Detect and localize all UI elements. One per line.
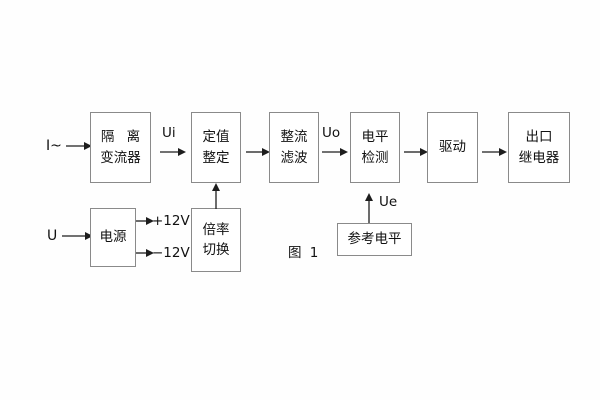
rail-label-positive-12v: +12V [152,213,190,229]
arrow-voltage-input-to-power-supply [62,230,93,242]
block-line: 出口 [525,129,553,146]
terminal-label-voltage-input: U [47,228,58,244]
block-driver: 驱动 [427,112,478,183]
block-line: 检测 [361,149,389,166]
figure-caption: 图 1 [288,245,321,261]
block-line: 变流器 [100,149,141,166]
arrow-reference-level-to-level-detection [363,193,375,223]
block-line: 隔 离 [100,129,145,146]
block-line: 定值 [202,129,230,146]
arrow-rail-positive-12v [136,215,154,227]
block-level-detection: 电平 检测 [350,112,400,183]
arrow-level-detection-to-driver [404,146,428,158]
block-reference-level: 参考电平 [337,223,412,256]
arrow-isolation-to-setting [160,146,186,158]
block-line: 倍率 [202,221,230,238]
block-line: 滤波 [280,149,308,166]
terminal-label-current-input: I~ [46,138,62,154]
arrow-rectify-to-level-detection [322,146,348,158]
signal-label-ui: Ui [162,125,176,141]
block-multiplier-switch: 倍率 切换 [191,208,241,272]
block-output-relay: 出口 继电器 [508,112,570,183]
block-line: 继电器 [518,149,560,166]
block-line: 驱动 [439,139,466,156]
block-setting-adjustment: 定值 整定 [191,112,241,183]
block-power-supply: 电源 [90,208,136,267]
arrow-setting-to-rectify [246,146,270,158]
block-line: 整定 [202,149,230,166]
rail-label-negative-12v: −12V [152,245,190,261]
arrow-multiplier-switch-to-setting [210,183,222,209]
arrow-current-input-to-isolation [66,140,92,152]
signal-label-ue: Ue [379,194,398,210]
arrow-driver-to-output-relay [482,146,507,158]
block-line: 电平 [361,129,389,146]
block-rectify-filter: 整流 滤波 [269,112,319,183]
block-line: 电源 [99,229,127,246]
block-isolation-transformer: 隔 离 变流器 [90,112,151,183]
block-line: 参考电平 [347,231,402,248]
block-line: 整流 [280,129,308,146]
block-line: 切换 [202,242,230,258]
signal-label-uo: Uo [322,125,341,141]
arrow-rail-negative-12v [136,247,154,259]
